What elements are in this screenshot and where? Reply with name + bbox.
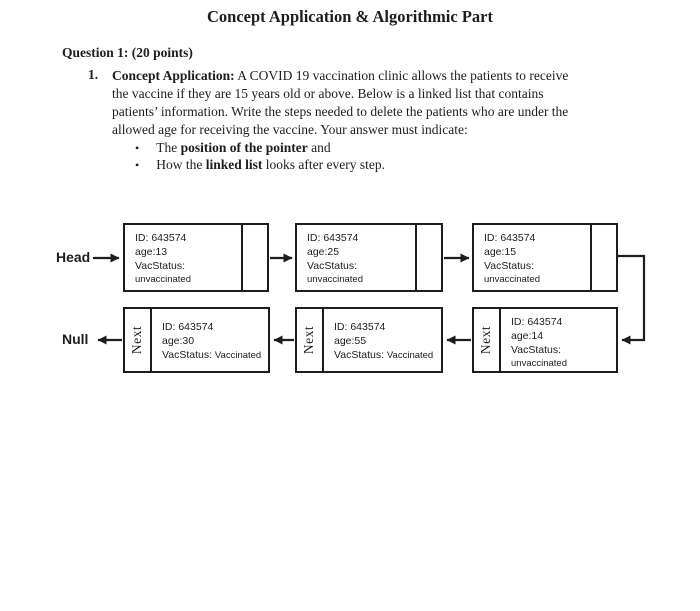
- node-id-text: ID: 643574: [511, 316, 563, 328]
- node-age-text: age:15: [484, 246, 517, 258]
- node-vacstatus-value: Vaccinated: [386, 350, 434, 361]
- paragraph-line-1: Concept Application: A COVID 19 vaccinat…: [112, 67, 672, 85]
- node-vacstatus-value: unvaccinated: [307, 274, 363, 285]
- next-label: Next: [478, 325, 494, 355]
- bullet-dot: •: [135, 158, 140, 172]
- linked-list-node-row1-1: ID: 643574 age:13 VacStatus: unvaccinate…: [123, 223, 269, 292]
- node-data-cell: ID: 643574 age:13 VacStatus: unvaccinate…: [125, 225, 241, 290]
- next-label: Next: [129, 325, 145, 355]
- node-vacstatus-label: VacStatus:: [307, 260, 357, 272]
- bullet-pre: How the: [156, 157, 206, 172]
- linked-list-node-row2-2: Next ID: 643574 age:55 VacStatus: Vaccin…: [295, 307, 443, 373]
- bullet-item-1: • The position of the pointer and: [135, 139, 331, 157]
- question-header: Question 1: (20 points): [62, 45, 193, 60]
- list-item-number: 1.: [88, 67, 99, 82]
- question-paragraph: Concept Application: A COVID 19 vaccinat…: [112, 67, 672, 139]
- null-pointer-label: Null: [62, 331, 89, 347]
- bullet-text: How the linked list looks after every st…: [156, 157, 385, 172]
- node-age-text: age:25: [307, 246, 340, 258]
- linked-list-node-row1-2: ID: 643574 age:25 VacStatus: unvaccinate…: [295, 223, 443, 292]
- node-data-cell: ID: 643574 age:25 VacStatus: unvaccinate…: [297, 225, 415, 290]
- next-pointer-cell: [590, 225, 616, 290]
- node-age-text: age:55: [334, 335, 367, 347]
- node-id-text: ID: 643574: [162, 321, 214, 333]
- node-vacstatus-value: unvaccinated: [484, 274, 540, 285]
- paragraph-text: A COVID 19 vaccination clinic allows the…: [237, 68, 569, 83]
- node-vacstatus-text: VacStatus: Vaccinated: [334, 348, 439, 363]
- next-label: Next: [301, 325, 317, 355]
- node-id-text: ID: 643574: [484, 232, 536, 244]
- paragraph-line-3: patients’ information. Write the steps n…: [112, 104, 569, 119]
- next-pointer-cell: Next: [297, 309, 324, 371]
- node-vacstatus-text: VacStatus: Vaccinated: [162, 348, 266, 363]
- node-vacstatus-label: VacStatus:: [484, 260, 534, 272]
- node-data-cell: ID: 643574 age:15 VacStatus: unvaccinate…: [474, 225, 590, 290]
- bullet-pre: The: [156, 140, 181, 155]
- node-id-text: ID: 643574: [334, 321, 386, 333]
- node-vacstatus-label: VacStatus:: [162, 349, 212, 361]
- node-age-text: age:14: [511, 330, 544, 342]
- node-data-cell: ID: 643574 age:14 VacStatus: unvaccinate…: [501, 309, 616, 371]
- linked-list-node-row1-3: ID: 643574 age:15 VacStatus: unvaccinate…: [472, 223, 618, 292]
- node-vacstatus-value: unvaccinated: [135, 274, 191, 285]
- next-pointer-cell: [415, 225, 441, 290]
- node-age-text: age:13: [135, 246, 168, 258]
- linked-list-node-row2-3: Next ID: 643574 age:14 VacStatus: unvacc…: [472, 307, 618, 373]
- next-pointer-cell: Next: [125, 309, 152, 371]
- bullet-dot: •: [135, 141, 140, 155]
- bullet-item-2: • How the linked list looks after every s…: [135, 156, 385, 174]
- paragraph-line-2: the vaccine if they are 15 years old or …: [112, 86, 544, 101]
- bullet-bold: position of the pointer: [180, 140, 308, 155]
- node-data-cell: ID: 643574 age:30 VacStatus: Vaccinated: [152, 309, 268, 371]
- paragraph-line-4: allowed age for receiving the vaccine. Y…: [112, 122, 468, 137]
- next-pointer-cell: Next: [474, 309, 501, 371]
- bullet-post: and: [307, 140, 331, 155]
- lead-bold-text: Concept Application:: [112, 68, 235, 83]
- bullet-post: looks after every step.: [262, 157, 385, 172]
- page-title: Concept Application & Algorithmic Part: [207, 7, 493, 26]
- node-vacstatus-label: VacStatus:: [135, 260, 185, 272]
- node-data-cell: ID: 643574 age:55 VacStatus: Vaccinated: [324, 309, 441, 371]
- node-vacstatus-label: VacStatus:: [511, 344, 561, 356]
- bullet-text: The position of the pointer and: [156, 140, 330, 155]
- node-vacstatus-value: Vaccinated: [214, 350, 262, 361]
- head-pointer-label: Head: [56, 249, 91, 265]
- node-vacstatus-value: unvaccinated: [511, 358, 567, 369]
- next-pointer-cell: [241, 225, 267, 290]
- linked-list-node-row2-1: Next ID: 643574 age:30 VacStatus: Vaccin…: [123, 307, 270, 373]
- node-id-text: ID: 643574: [307, 232, 359, 244]
- node-age-text: age:30: [162, 335, 195, 347]
- node-id-text: ID: 643574: [135, 232, 187, 244]
- bullet-bold: linked list: [205, 157, 263, 172]
- node-vacstatus-label: VacStatus:: [334, 349, 384, 361]
- arrow-node3-to-node4-wrap: [616, 254, 646, 345]
